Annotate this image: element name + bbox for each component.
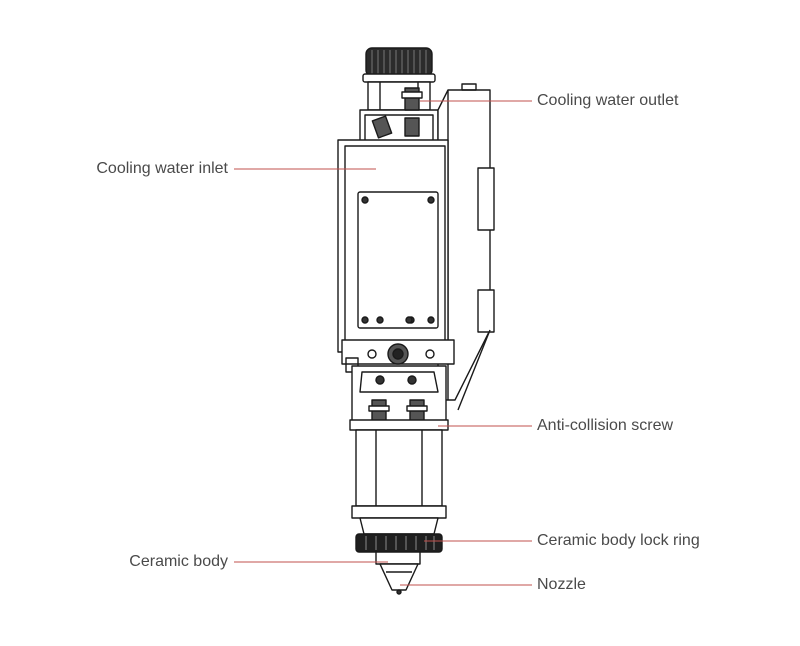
top-knurled-cap	[362, 47, 436, 83]
mid-block	[349, 365, 449, 431]
lower-cylinder	[351, 429, 447, 535]
lower-flange	[341, 339, 455, 373]
label-cooling-water-outlet: Cooling water outlet	[537, 92, 679, 109]
label-cooling-water-inlet: Cooling water inlet	[96, 160, 228, 177]
label-nozzle: Nozzle	[537, 576, 586, 593]
label-ceramic-body-lock-ring: Ceramic body lock ring	[537, 532, 700, 549]
label-anti-collision-screw: Anti-collision screw	[537, 417, 674, 434]
lock-ring	[355, 533, 443, 553]
ceramic-body-and-nozzle	[375, 551, 421, 595]
label-ceramic-body: Ceramic body	[129, 553, 228, 570]
main-body	[337, 139, 449, 353]
